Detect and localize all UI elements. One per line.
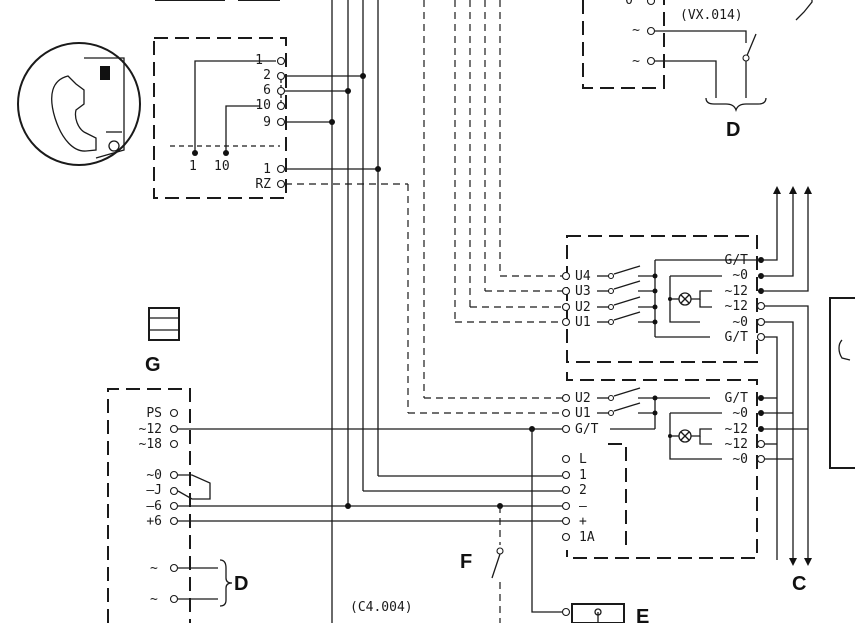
left-power-module: PS ~12 ~18 ~0 –J –6 +6 ~ ~ D — [107, 388, 562, 623]
mid-terminal-minus: – — [579, 499, 587, 514]
lower-output-gt: G/T — [725, 391, 749, 406]
label-f: F — [460, 551, 472, 573]
upper-output-gt-2: G/T — [725, 330, 749, 345]
upper-relay-module: U4 U3 U2 U1 G/T ~0 — [455, 235, 766, 363]
upper-output-0-1: ~0 — [732, 268, 748, 283]
lower-input-gt: G/T — [575, 422, 599, 437]
handset-terminal-9: 9 — [263, 115, 271, 130]
label-d-bottom: D — [234, 573, 248, 595]
f-switch: F E — [460, 429, 649, 623]
handset-terminal-2: 2 — [263, 68, 271, 83]
vx-reference: (VX.014) — [680, 8, 743, 23]
handset-bottom-terminal-rz: RZ — [255, 177, 271, 192]
handset-terminal-6: 6 — [263, 83, 271, 98]
phone-handset-icon — [51, 75, 97, 152]
left-terminal-18: ~18 — [139, 437, 162, 452]
lower-input-u1: U1 — [575, 406, 591, 421]
top-right-module: 0 ~ ~ (VX.014) D — [582, 0, 813, 141]
left-terminal-ps: PS — [146, 406, 162, 421]
lower-output-0-1: ~0 — [732, 406, 748, 421]
upper-input-u3: U3 — [575, 284, 591, 299]
mid-terminal-l: L — [579, 452, 587, 467]
lower-output-12-1: ~12 — [725, 422, 748, 437]
label-e: E — [636, 606, 649, 623]
label-c: C — [792, 573, 806, 595]
handset-icon — [17, 42, 141, 166]
mid-terminal-plus: + — [579, 514, 587, 529]
upper-output-gt-1: G/T — [725, 253, 749, 268]
top-terminal-tilde-1: ~ — [632, 23, 640, 38]
upper-output-12-2: ~12 — [725, 299, 748, 314]
lower-output-0-2: ~0 — [732, 452, 748, 467]
output-bus-c: C — [761, 186, 855, 595]
mid-terminal-1: 1 — [579, 468, 587, 483]
lower-relay-module: U2 U1 G/T G/T ~0 ~12 ~12 ~0 — [408, 372, 766, 559]
left-terminal-plus6: +6 — [146, 514, 162, 529]
handset-terminal-10: 10 — [255, 98, 271, 113]
left-terminal-j: –J — [146, 483, 162, 498]
upper-input-u4: U4 — [575, 269, 591, 284]
g-component: G — [145, 307, 180, 376]
left-bottom-terminal-1: ~ — [150, 561, 158, 576]
upper-output-0-2: ~0 — [732, 315, 748, 330]
g-relay-icon — [148, 307, 180, 341]
lower-input-u2: U2 — [575, 391, 591, 406]
inner-label-1: 1 — [189, 159, 197, 174]
handset-bottom-terminal-1: 1 — [263, 162, 271, 177]
left-terminal-12: ~12 — [139, 422, 162, 437]
top-terminal-0: 0 — [625, 0, 633, 8]
e-component-icon — [571, 603, 625, 623]
upper-input-u2: U2 — [575, 300, 591, 315]
vertical-bus — [285, 0, 501, 623]
label-g: G — [145, 354, 161, 376]
label-d-top: D — [726, 119, 740, 141]
left-terminal-0: ~0 — [146, 468, 162, 483]
mid-terminal-1a: 1A — [579, 530, 595, 545]
lower-output-12-2: ~12 — [725, 437, 748, 452]
mid-terminal-2: 2 — [579, 483, 587, 498]
inner-label-10: 10 — [214, 159, 230, 174]
hook-icon — [100, 66, 110, 80]
upper-output-12-1: ~12 — [725, 284, 748, 299]
left-terminal-minus6: –6 — [146, 499, 162, 514]
upper-input-u1: U1 — [575, 315, 591, 330]
top-terminal-tilde-2: ~ — [632, 54, 640, 69]
left-bottom-terminal-2: ~ — [150, 592, 158, 607]
handset-module: 1 2 6 10 9 1 10 1 RZ — [17, 0, 287, 199]
c4-reference: (C4.004) — [350, 600, 413, 615]
middle-terminal-block: L 1 2 – + 1A — [363, 443, 627, 545]
